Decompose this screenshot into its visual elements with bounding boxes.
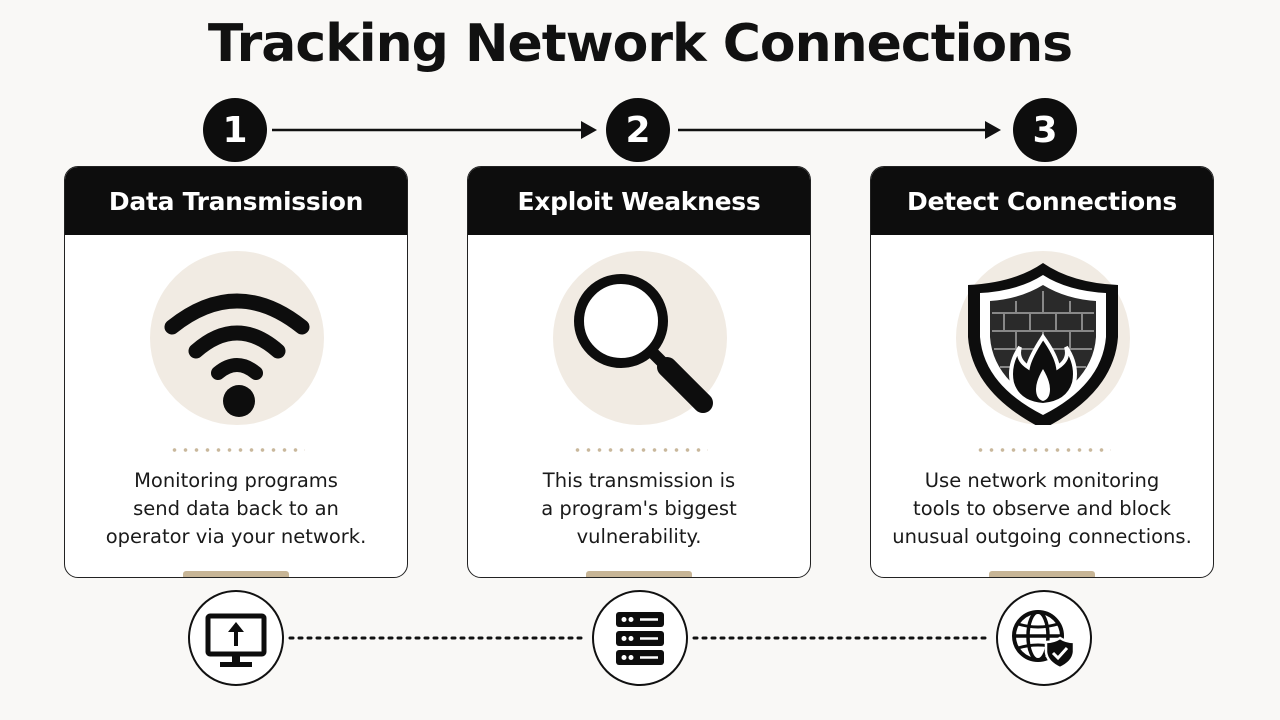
card-description: Use network monitoring tools to observe … — [892, 469, 1192, 548]
page-title: Tracking Network Connections — [207, 14, 1073, 74]
card-data-transmission: Data Transmission Monitoring programs se… — [64, 166, 408, 578]
magnifying-glass-icon — [574, 274, 713, 413]
step-number-3: 3 — [1013, 98, 1077, 162]
server-stack-icon — [592, 590, 688, 686]
firewall-shield-icon — [968, 263, 1118, 425]
step-number-2: 2 — [606, 98, 670, 162]
wifi-icon — [164, 293, 310, 417]
accent-bar — [586, 571, 692, 577]
card-exploit-weakness: Exploit Weakness This transmission is a … — [467, 166, 811, 578]
icon-circle — [553, 251, 727, 425]
monitor-upload-icon — [188, 590, 284, 686]
card-heading: Detect Connections — [871, 167, 1213, 235]
card-description: Monitoring programs send data back to an… — [105, 469, 367, 548]
accent-bar — [183, 571, 289, 577]
dotted-divider — [975, 447, 1111, 453]
card-description: This transmission is a program's biggest… — [541, 469, 737, 548]
dotted-divider — [572, 447, 708, 453]
icon-circle — [956, 251, 1130, 425]
step-number-1: 1 — [203, 98, 267, 162]
dotted-divider — [169, 447, 305, 453]
card-heading: Data Transmission — [65, 167, 407, 235]
card-heading: Exploit Weakness — [468, 167, 810, 235]
icon-circle — [150, 251, 324, 425]
accent-bar — [989, 571, 1095, 577]
card-detect-connections: Detect Connections Use network monitorin… — [870, 166, 1214, 578]
globe-shield-icon — [996, 590, 1092, 686]
